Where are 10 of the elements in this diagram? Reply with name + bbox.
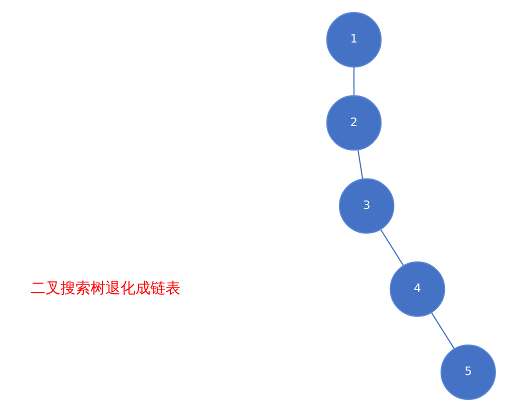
node-circle: 5 bbox=[440, 344, 496, 400]
connector bbox=[380, 229, 404, 266]
connector bbox=[431, 312, 455, 350]
connector bbox=[357, 150, 364, 179]
node-circle: 3 bbox=[338, 178, 394, 234]
label: 二叉搜索树退化成链表 bbox=[30, 281, 181, 298]
connector bbox=[353, 66, 355, 96]
node-circle: 1 bbox=[326, 12, 382, 68]
node-circle: 2 bbox=[326, 95, 382, 151]
node-circle: 4 bbox=[390, 261, 446, 317]
